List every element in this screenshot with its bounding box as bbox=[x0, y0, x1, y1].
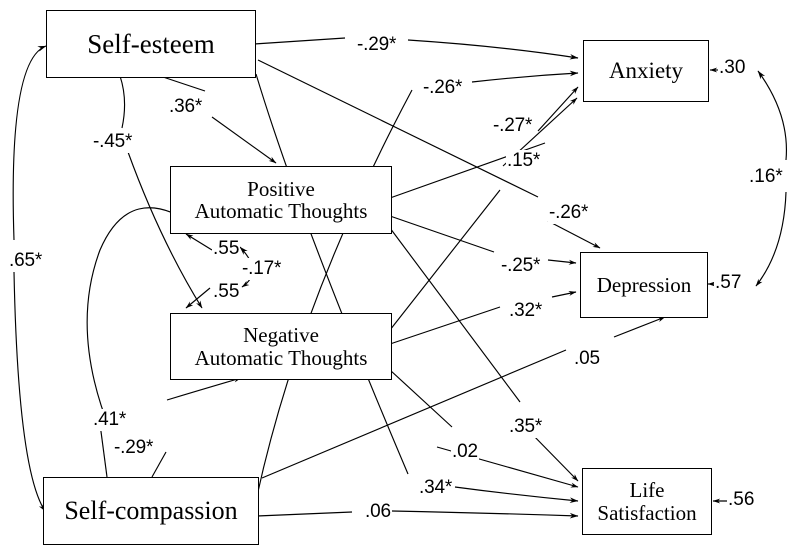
edge-self-compassion-to-nat bbox=[99, 423, 108, 478]
node-label-line-2: Automatic Thoughts bbox=[194, 199, 368, 223]
edge-self-esteem-to-depression bbox=[257, 59, 539, 198]
edge-self-esteem-to-nat bbox=[119, 75, 126, 129]
residual-label-life-satisfaction: .56 bbox=[727, 489, 756, 511]
path-label-self-compassion-anxiety: -.26* bbox=[422, 77, 464, 99]
edge-self-esteem-to-anxiety-b bbox=[407, 39, 579, 60]
path-label-self-compassion-life-satisfaction: .06 bbox=[364, 501, 392, 523]
path-label-cov-self-esteem-self-compassion: .65* bbox=[8, 250, 44, 272]
residual-label-depression: .57 bbox=[714, 272, 743, 294]
edge-self-esteem-to-pat bbox=[159, 75, 206, 92]
edge-nat-to-ls bbox=[389, 369, 453, 428]
edge-nat-to-depression-b bbox=[551, 291, 577, 298]
node-self-compassion[interactable]: Self-compassion bbox=[43, 477, 259, 545]
path-label-self-esteem-nat: -.45* bbox=[92, 131, 134, 153]
node-label-line-1: Negative bbox=[243, 323, 319, 348]
edge-self-esteem-to-depression-b bbox=[547, 220, 601, 249]
node-negative-automatic-thoughts[interactable]: Negative Automatic Thoughts bbox=[170, 313, 392, 380]
path-label-self-compassion-pat: -.29* bbox=[113, 437, 155, 459]
path-label-nat-life-satisfaction: .02 bbox=[451, 441, 479, 463]
edge-pat-to-depression bbox=[389, 215, 495, 253]
path-label-nat-depression: .32* bbox=[508, 300, 544, 322]
path-label-self-compassion-nat: .41* bbox=[92, 409, 128, 431]
edge-self-compassion-to-depression-b bbox=[613, 316, 666, 338]
path-label-self-esteem-depression: -.26* bbox=[548, 202, 590, 224]
edge-cov-anxiety-depression bbox=[757, 70, 788, 161]
node-anxiety[interactable]: Anxiety bbox=[583, 40, 709, 102]
residual-label-pat: .55 bbox=[212, 238, 241, 260]
edge-nat-to-depression bbox=[389, 306, 501, 345]
edge-self-compassion-to-anxiety-b bbox=[471, 70, 579, 83]
edge-pat-to-ls-b bbox=[527, 429, 579, 482]
edge-self-compassion-to-depression bbox=[261, 349, 567, 479]
edge-nat-to-anxiety bbox=[389, 189, 501, 331]
node-label-line-1: Life bbox=[629, 478, 665, 503]
node-self-esteem[interactable]: Self-esteem bbox=[46, 10, 256, 78]
path-label-cov-pat-nat: -.17* bbox=[241, 258, 283, 280]
edge-self-compassion-to-ls bbox=[256, 511, 353, 517]
edge-pat-to-ls bbox=[389, 227, 521, 403]
path-label-pat-life-satisfaction: .35* bbox=[508, 416, 544, 438]
edge-self-compassion-to-ls-b bbox=[391, 510, 579, 519]
path-label-pat-depression: -.25* bbox=[500, 255, 542, 277]
path-label-self-esteem-anxiety: -.29* bbox=[356, 34, 398, 56]
residual-arrow-pat bbox=[185, 233, 213, 251]
edge-self-esteem-to-anxiety bbox=[253, 37, 346, 45]
edge-pat-to-anxiety-b bbox=[537, 86, 579, 132]
path-label-pat-anxiety: -.27* bbox=[492, 115, 534, 137]
path-label-self-esteem-life-satisfaction: .34* bbox=[418, 477, 454, 499]
node-label-line-1: Positive bbox=[247, 176, 315, 201]
node-positive-automatic-thoughts[interactable]: Positive Automatic Thoughts bbox=[170, 166, 392, 234]
node-label: Self-compassion bbox=[64, 496, 238, 526]
edge-self-esteem-to-pat-b bbox=[211, 116, 277, 164]
node-label-line-2: Automatic Thoughts bbox=[194, 345, 368, 370]
node-life-satisfaction[interactable]: Life Satisfaction bbox=[582, 468, 712, 535]
path-label-self-esteem-pat: .36* bbox=[168, 96, 204, 118]
edge-self-compassion-to-anxiety bbox=[256, 89, 413, 497]
residual-arrow-nat bbox=[185, 287, 211, 309]
edge-cov-anxiety-depression-b bbox=[755, 191, 787, 287]
edge-self-esteem-to-ls bbox=[255, 73, 409, 475]
node-label: Depression bbox=[596, 272, 692, 297]
node-depression[interactable]: Depression bbox=[580, 252, 708, 318]
node-label: Self-esteem bbox=[87, 28, 215, 59]
edge-cov-self-esteem-self-compassion-b bbox=[13, 271, 46, 512]
edge-self-compassion-to-nat-b bbox=[166, 377, 242, 401]
residual-label-anxiety: .30 bbox=[718, 57, 747, 79]
edge-self-compassion-to-pat-b bbox=[86, 207, 197, 431]
edge-self-esteem-to-ls-b bbox=[454, 486, 579, 504]
path-label-self-compassion-depression: .05 bbox=[573, 348, 601, 370]
edge-self-compassion-to-pat bbox=[151, 451, 167, 478]
path-label-nat-anxiety: .15* bbox=[506, 150, 542, 172]
node-label-line-2: Satisfaction bbox=[597, 500, 697, 525]
edge-self-esteem-to-nat-b bbox=[127, 151, 203, 309]
edge-pat-to-depression-b bbox=[547, 259, 577, 265]
edge-cov-self-esteem-self-compassion bbox=[12, 45, 47, 241]
node-label: Anxiety bbox=[608, 57, 684, 83]
residual-label-cov-anxiety-depression: .16* bbox=[748, 166, 784, 188]
residual-label-nat: .55 bbox=[212, 281, 241, 303]
edge-group bbox=[12, 37, 788, 519]
